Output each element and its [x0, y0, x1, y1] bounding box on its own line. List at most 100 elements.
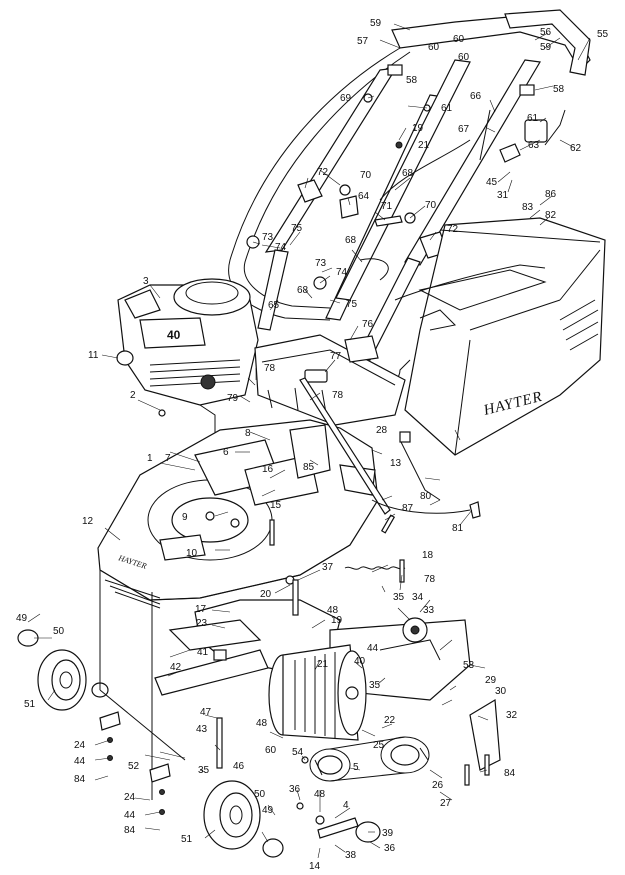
callout-66: 66: [470, 91, 482, 102]
callout-84-right: 84: [504, 768, 516, 779]
callout-44-b: 44: [124, 810, 136, 821]
callout-77: 77: [330, 351, 342, 362]
callout-25: 25: [373, 740, 385, 751]
callout-6: 6: [223, 447, 229, 458]
callout-23: 23: [196, 618, 208, 629]
callout-81: 81: [452, 523, 464, 534]
callout-19-top: 19: [412, 123, 424, 134]
callout-67: 67: [458, 124, 470, 135]
callout-4: 4: [343, 800, 349, 811]
callout-34: 34: [412, 592, 424, 603]
callout-17: 17: [195, 604, 207, 615]
callout-84-a: 84: [74, 774, 86, 785]
callout-82: 82: [545, 210, 557, 221]
callout-61-a: 61: [441, 103, 453, 114]
callout-58-right: 58: [553, 84, 565, 95]
callout-39: 39: [382, 828, 394, 839]
callout-80: 80: [420, 491, 432, 502]
callout-19-mid: 19: [331, 615, 343, 626]
callout-63: 63: [528, 140, 540, 151]
callout-2: 2: [130, 390, 136, 401]
callout-78-low: 78: [424, 574, 436, 585]
callout-74-top: 74: [275, 242, 287, 253]
callout-48-top: 48: [327, 605, 339, 616]
callout-69: 69: [340, 93, 352, 104]
callout-41: 41: [197, 647, 209, 658]
callout-30: 30: [495, 686, 507, 697]
callout-26: 26: [432, 780, 444, 791]
callout-51-right: 51: [181, 834, 193, 845]
callout-72-top: 72: [317, 167, 329, 178]
callout-28: 28: [376, 425, 388, 436]
callout-48-mid: 48: [256, 718, 268, 729]
callout-68-top: 68: [402, 168, 414, 179]
callout-56: 56: [540, 27, 552, 38]
callout-48-low: 48: [314, 789, 326, 800]
callout-21-mid: 21: [317, 659, 329, 670]
callout-38: 38: [345, 850, 357, 861]
callout-51-left: 51: [24, 699, 36, 710]
callout-64: 64: [358, 191, 370, 202]
callout-32: 32: [506, 710, 518, 721]
callout-46: 46: [233, 761, 245, 772]
callout-60-low: 60: [265, 745, 277, 756]
callout-79: 79: [227, 393, 239, 404]
callout-85: 85: [303, 462, 315, 473]
callout-70-mid: 70: [425, 200, 437, 211]
mower-deck: HAYTER: [97, 419, 379, 609]
callout-35-mid: 35: [369, 680, 381, 691]
callout-36-b: 36: [384, 843, 396, 854]
callout-42: 42: [170, 662, 182, 673]
callout-86: 86: [545, 189, 557, 200]
rear-roller: [268, 644, 367, 741]
callout-13: 13: [390, 458, 402, 469]
callout-24-a: 24: [74, 740, 86, 751]
callout-70-top: 70: [360, 170, 372, 181]
callout-31: 31: [497, 190, 509, 201]
callout-74-mid: 74: [336, 267, 348, 278]
callout-15: 15: [270, 500, 282, 511]
callout-72-mid: 72: [447, 224, 459, 235]
callout-55: 55: [597, 29, 609, 40]
callout-33: 33: [423, 605, 435, 616]
callout-22: 22: [384, 715, 396, 726]
callout-labels: 59 57 60 60 60 56 59 55 58 58 69 61 66 6…: [16, 18, 609, 872]
grass-catcher: HAYTER: [359, 217, 606, 501]
callout-75-low: 75: [346, 299, 358, 310]
leader-lines: [27, 23, 591, 859]
callout-29: 29: [485, 675, 497, 686]
callout-10: 10: [186, 548, 198, 559]
callout-1: 1: [147, 453, 153, 464]
callout-49-right: 49: [262, 805, 274, 816]
callout-8: 8: [245, 428, 251, 439]
callout-76: 76: [362, 319, 374, 330]
wheels: [17, 617, 428, 858]
callout-61-b: 61: [527, 113, 539, 124]
callout-73-mid: 73: [315, 258, 327, 269]
callout-45: 45: [486, 177, 498, 188]
callout-68-mid: 68: [345, 235, 357, 246]
callout-78-mid: 78: [332, 390, 344, 401]
callout-35-low: 35: [198, 765, 210, 776]
callout-62: 62: [570, 143, 582, 154]
callout-53: 53: [463, 660, 475, 671]
callout-58-left: 58: [406, 75, 418, 86]
callout-59-top: 59: [370, 18, 382, 29]
callout-43: 43: [196, 724, 208, 735]
callout-40: 40: [354, 656, 366, 667]
callout-87: 87: [402, 503, 414, 514]
callout-47: 47: [200, 707, 212, 718]
callout-20: 20: [260, 589, 272, 600]
callout-54: 54: [292, 747, 304, 758]
callout-57: 57: [357, 36, 369, 47]
callout-68-low: 68: [297, 285, 309, 296]
callout-60-b: 60: [458, 52, 470, 63]
callout-60-c: 60: [453, 34, 465, 45]
axle-and-hardware: [99, 377, 501, 839]
drive-belt: [309, 736, 430, 782]
callout-73-top: 73: [262, 232, 274, 243]
callout-12: 12: [82, 516, 94, 527]
callout-35-right: 35: [393, 592, 405, 603]
callout-5: 5: [353, 762, 359, 773]
